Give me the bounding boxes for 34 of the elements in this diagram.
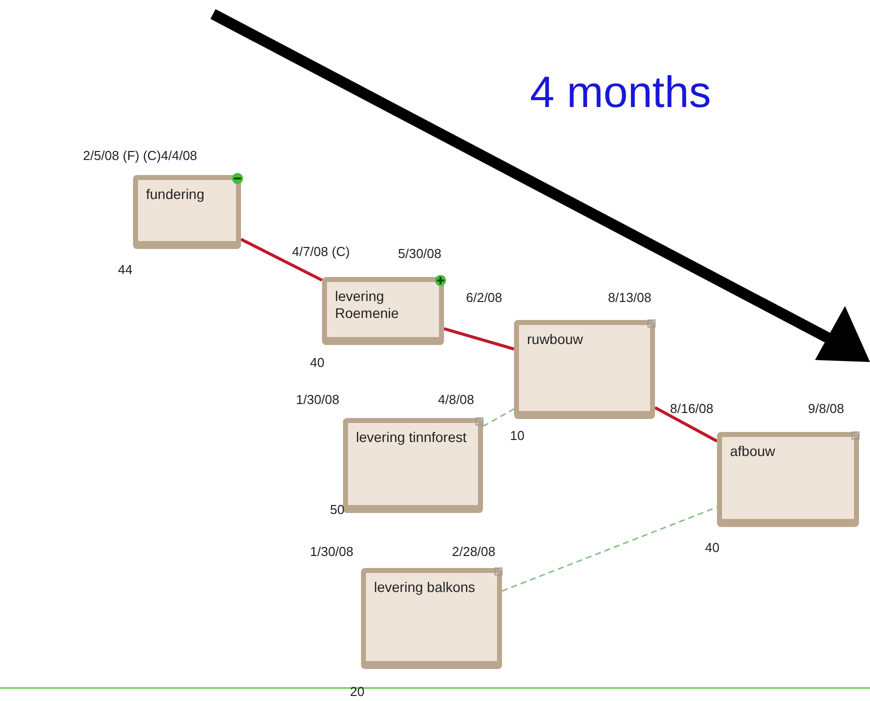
task-box [361,568,502,669]
date-label: 1/30/08 [310,544,354,559]
task-name: ruwbouw [527,331,584,348]
task-name: afbouw [730,443,776,460]
date-label: 6/2/08 [466,290,502,305]
task-name: levering Roemenie [335,288,400,322]
task-box [343,418,483,513]
date-label: 8/13/08 [608,290,652,305]
connector-line [444,327,514,350]
task-box [322,277,444,345]
duration-label: 50 [330,502,344,517]
duration-label: 40 [705,540,720,555]
dashed-connector [502,506,718,592]
date-label: 4/8/08 [438,392,474,407]
date-label: 4/7/08 (C) [292,244,350,259]
date-label: 1/30/08 [296,392,340,407]
task-box [133,175,241,249]
date-label: 2/28/08 [452,544,496,559]
connector-line [654,406,718,442]
task-box [717,432,859,527]
task-box [514,320,655,419]
task-name: levering balkons [374,579,476,596]
duration-label: 40 [310,355,324,370]
dashed-connector [482,408,514,427]
date-label: 8/16/08 [670,401,714,416]
note-label: 4 months [530,68,711,118]
date-label: 2/5/08 (F) (C)4/4/08 [83,148,198,163]
date-label: 5/30/08 [398,246,442,261]
duration-label: 10 [510,428,524,443]
duration-label: 44 [118,262,132,277]
date-label: 9/8/08 [808,401,844,416]
task-name: levering tinnforest [356,429,468,446]
connector-line [240,238,323,282]
task-name: fundering [146,186,206,203]
